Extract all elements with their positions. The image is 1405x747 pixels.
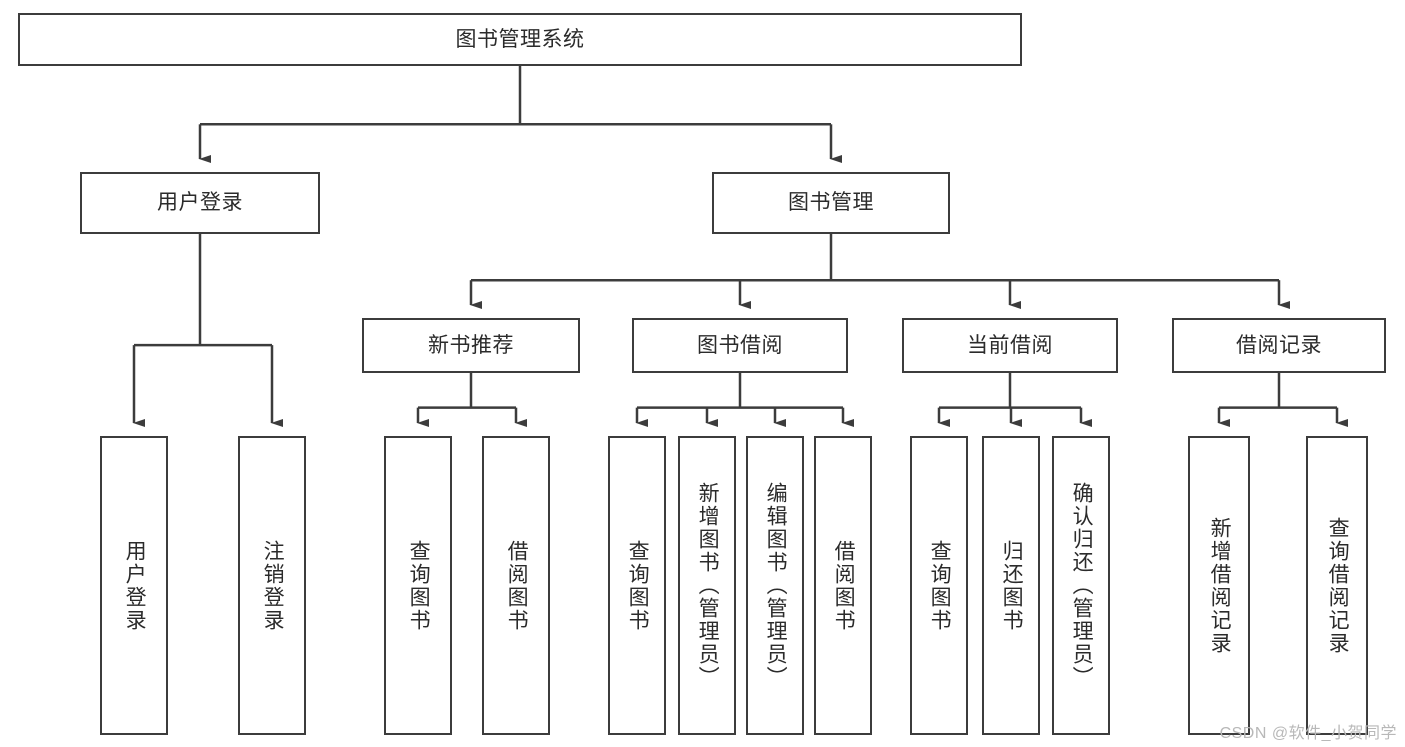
node-leaf-query-book-borrow[interactable]: 查询图书 — [608, 436, 666, 735]
node-borrow-record[interactable]: 借阅记录 — [1172, 318, 1386, 373]
node-label: 新增借阅记录 — [1208, 516, 1232, 655]
node-book-borrow[interactable]: 图书借阅 — [632, 318, 848, 373]
node-new-book-rec[interactable]: 新书推荐 — [362, 318, 580, 373]
node-label: 归还图书 — [1000, 539, 1024, 632]
node-label: 查询图书 — [928, 539, 952, 632]
node-label: 借阅记录 — [1236, 333, 1322, 357]
node-label: 图书借阅 — [697, 333, 783, 357]
node-label: 借阅图书 — [832, 539, 856, 632]
node-user-login[interactable]: 用户登录 — [80, 172, 320, 234]
node-leaf-add-book[interactable]: 新增图书（管理员） — [678, 436, 736, 735]
node-label: 查询图书 — [626, 539, 650, 632]
node-label: 用户登录 — [157, 191, 243, 215]
node-leaf-borrow-book[interactable]: 借阅图书 — [814, 436, 872, 735]
node-label: 用户登录 — [123, 539, 147, 632]
node-leaf-query-record[interactable]: 查询借阅记录 — [1306, 436, 1368, 735]
node-label: 新增图书（管理员） — [696, 482, 720, 689]
node-label: 查询借阅记录 — [1326, 516, 1350, 655]
node-book-manage[interactable]: 图书管理 — [712, 172, 950, 234]
node-leaf-user-logout[interactable]: 注销登录 — [238, 436, 306, 735]
node-label: 新书推荐 — [428, 333, 514, 357]
node-leaf-borrow-book-rec[interactable]: 借阅图书 — [482, 436, 550, 735]
node-label: 图书管理 — [788, 191, 874, 215]
node-label: 当前借阅 — [967, 333, 1053, 357]
node-label: 注销登录 — [261, 539, 285, 632]
node-leaf-confirm-return[interactable]: 确认归还（管理员） — [1052, 436, 1110, 735]
node-leaf-add-record[interactable]: 新增借阅记录 — [1188, 436, 1250, 735]
node-leaf-return-book[interactable]: 归还图书 — [982, 436, 1040, 735]
node-current-borrow[interactable]: 当前借阅 — [902, 318, 1118, 373]
node-root[interactable]: 图书管理系统 — [18, 13, 1022, 66]
node-label: 查询图书 — [407, 539, 431, 632]
node-leaf-query-book-rec[interactable]: 查询图书 — [384, 436, 452, 735]
watermark-text: CSDN @软件_小贺同学 — [1219, 725, 1397, 742]
node-leaf-query-book-cur[interactable]: 查询图书 — [910, 436, 968, 735]
node-label: 编辑图书（管理员） — [764, 482, 788, 689]
node-label: 确认归还（管理员） — [1070, 482, 1094, 689]
node-leaf-edit-book[interactable]: 编辑图书（管理员） — [746, 436, 804, 735]
node-leaf-user-login[interactable]: 用户登录 — [100, 436, 168, 735]
node-label: 图书管理系统 — [455, 27, 585, 51]
node-label: 借阅图书 — [505, 539, 529, 632]
